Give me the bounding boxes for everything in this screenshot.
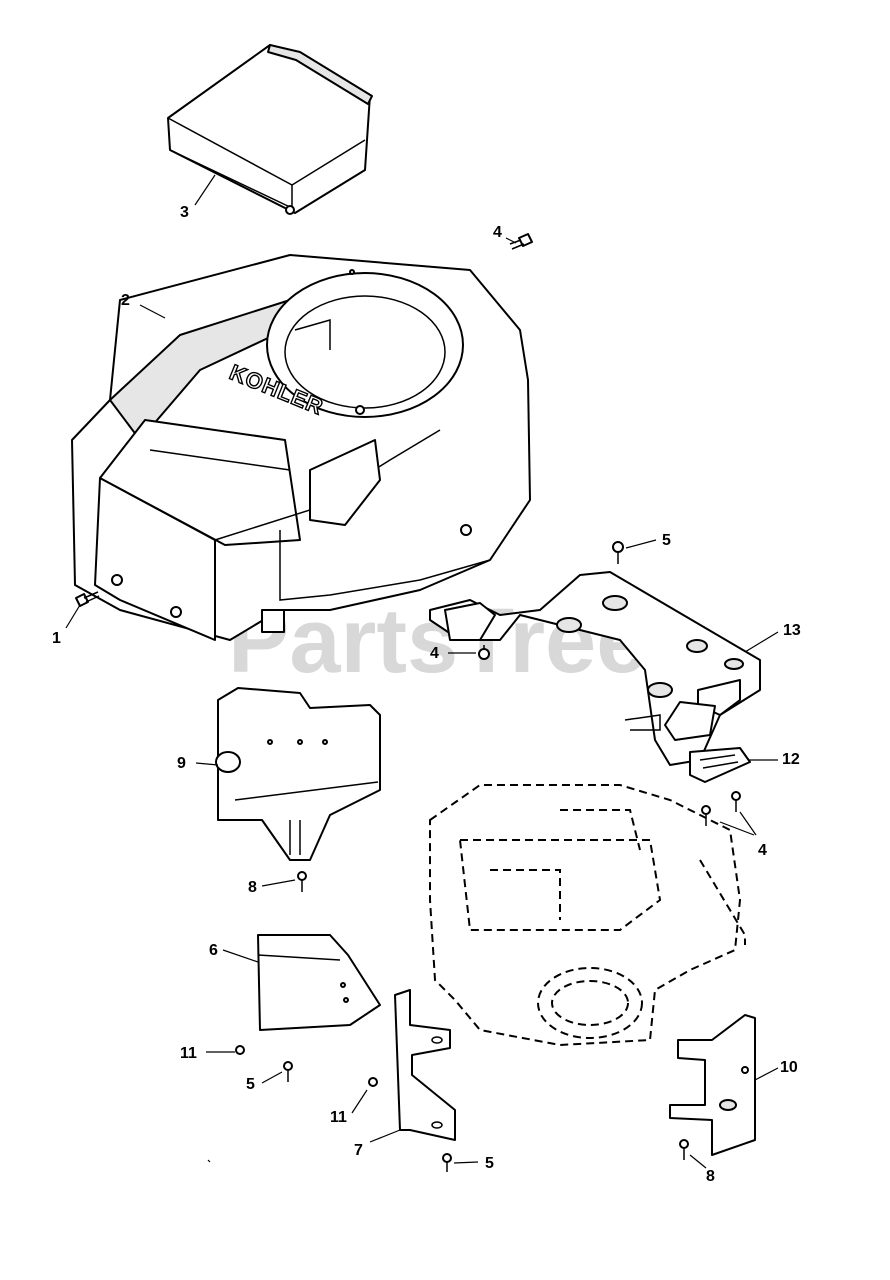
callout-11-right[interactable]: 11 <box>330 1109 347 1126</box>
callout-8-left[interactable]: 8 <box>248 879 257 896</box>
part-5-screw-upper[interactable] <box>612 541 624 564</box>
callout-5-upper[interactable]: 5 <box>662 532 671 549</box>
callout-9[interactable]: 9 <box>177 755 186 772</box>
callout-6[interactable]: 6 <box>209 942 218 959</box>
callout-1[interactable]: 1 <box>52 630 61 647</box>
callout-4-top[interactable]: 4 <box>493 224 502 241</box>
part-11-screw-left[interactable] <box>235 1045 245 1055</box>
part-6-guard[interactable] <box>257 934 381 1031</box>
callout-5-bottom[interactable]: 5 <box>485 1155 494 1172</box>
callout-12[interactable]: 12 <box>782 751 800 768</box>
callout-3[interactable]: 3 <box>180 204 189 221</box>
callout-8-right[interactable]: 8 <box>706 1168 715 1185</box>
leader-lines <box>65 174 779 1169</box>
callout-4-right[interactable]: 4 <box>758 842 767 859</box>
part-4-screws-right[interactable] <box>701 791 741 826</box>
callouts: 1 2 3 4 4 4 5 5 5 6 7 8 8 9 10 11 11 12 … <box>52 204 801 1185</box>
callout-13[interactable]: 13 <box>783 622 801 639</box>
callout-10[interactable]: 10 <box>780 1059 798 1076</box>
part-10-bracket[interactable] <box>669 1014 756 1156</box>
part-5-screw-bottom[interactable] <box>442 1153 452 1172</box>
callout-7[interactable]: 7 <box>354 1142 363 1159</box>
part-4-screw-middle[interactable] <box>478 645 490 660</box>
part-4-screw-top[interactable] <box>509 233 533 250</box>
part-8-screw-right[interactable] <box>679 1139 689 1160</box>
part-8-screw-left[interactable] <box>297 871 307 892</box>
callout-4-middle[interactable]: 4 <box>430 645 439 662</box>
part-7-bracket[interactable] <box>394 989 456 1141</box>
part-11-screw-right[interactable] <box>368 1077 378 1087</box>
callout-2[interactable]: 2 <box>121 292 130 309</box>
part-2-blower-housing[interactable]: KOHLER <box>71 254 531 641</box>
part-12-rectifier[interactable] <box>664 701 751 783</box>
callout-11-left[interactable]: 11 <box>180 1045 197 1062</box>
engine-block-hidden <box>429 784 746 1047</box>
callout-5-left[interactable]: 5 <box>246 1076 255 1093</box>
part-5-screw-left[interactable] <box>283 1061 293 1082</box>
part-9-shroud[interactable] <box>215 687 381 861</box>
part-1-screw[interactable] <box>75 591 100 607</box>
part-3-intake-screen[interactable] <box>167 44 373 215</box>
